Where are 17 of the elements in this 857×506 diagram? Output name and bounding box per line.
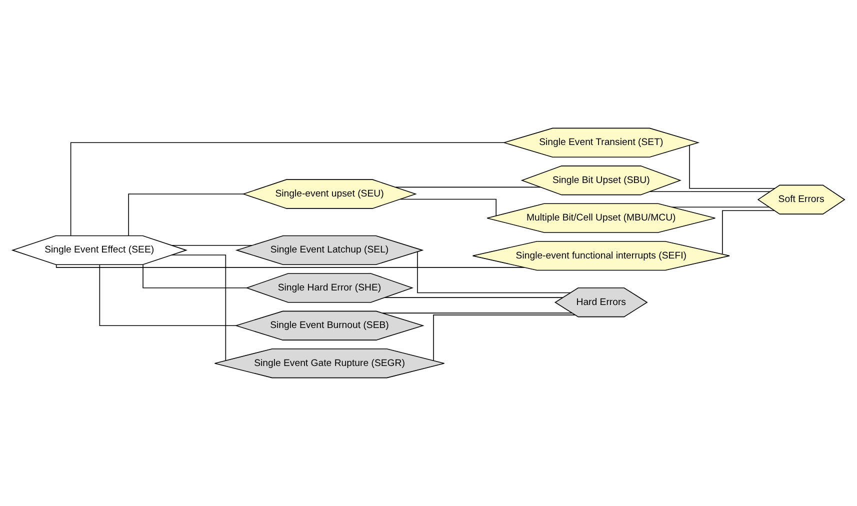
connector: [70, 142, 504, 236]
connector: [56, 264, 525, 268]
connector: [395, 186, 541, 188]
connector: [99, 264, 236, 326]
connector: [689, 144, 776, 189]
connector: [400, 198, 497, 216]
connector: [672, 206, 770, 208]
connector: [171, 254, 226, 361]
connector: [433, 314, 576, 361]
connector: [722, 210, 775, 254]
connector: [128, 194, 244, 236]
connector: [649, 191, 770, 192]
connector: [417, 252, 571, 294]
connector: [171, 244, 253, 246]
connector: [382, 312, 572, 314]
connector: [142, 264, 248, 288]
connector: [384, 297, 564, 298]
